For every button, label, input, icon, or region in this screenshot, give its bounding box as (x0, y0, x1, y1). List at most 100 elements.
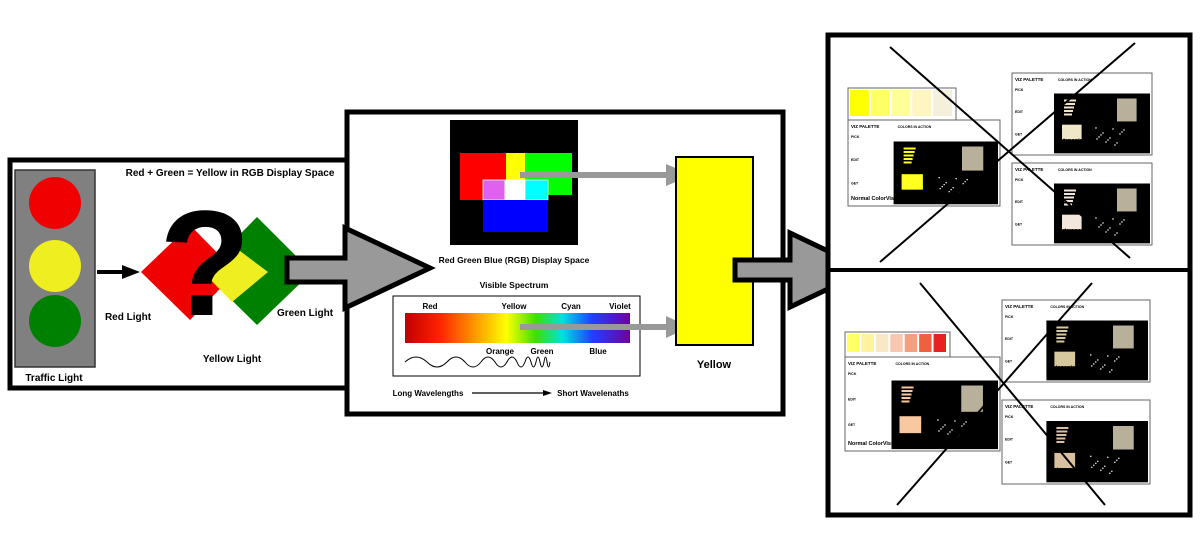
preview-dot (1100, 368, 1102, 370)
preview-dot (1096, 138, 1098, 140)
preview-dot (945, 181, 947, 184)
preview-bar (903, 158, 913, 160)
section-edit: EDIT (1005, 337, 1014, 341)
section-get: GET (1015, 222, 1023, 226)
preview-dot (1100, 134, 1102, 136)
preview-dot (1097, 359, 1099, 361)
preview-block (901, 174, 923, 190)
preview-dot (1091, 365, 1093, 367)
color-swatch (861, 334, 874, 352)
vision-label: Loss of Red Cone (1046, 372, 1093, 378)
preview-dot (1118, 356, 1120, 358)
preview-bar (1056, 326, 1069, 329)
preview-dot (1116, 358, 1118, 360)
preview-bar (901, 400, 910, 403)
preview-dot (1123, 219, 1125, 221)
section-pick: PICK (1005, 415, 1014, 419)
preview-bar (1064, 99, 1076, 102)
preview-dot (938, 176, 940, 179)
section-title: COLORS IN ACTION (1050, 405, 1084, 409)
rgb-label: Red Green Blue (RGB) Display Space (439, 255, 590, 265)
spectrum-orange: Orange (486, 347, 515, 356)
preview-bar (1056, 340, 1065, 343)
preview-bar (1056, 437, 1066, 440)
arrow-panel1-to-panel2 (284, 224, 436, 312)
spectrum-cyan: Cyan (561, 302, 581, 311)
preview-dot (1095, 462, 1097, 465)
spectrum-red: Red (422, 302, 437, 311)
preview-dot (1107, 355, 1109, 357)
preview-dot (939, 187, 941, 190)
preview-dot (1109, 371, 1111, 373)
preview-grid (1117, 98, 1137, 122)
section-pick: PICK (1015, 88, 1024, 92)
preview-dot (950, 188, 952, 191)
section-pick: PICK (851, 135, 860, 139)
spectrum-blue: Blue (589, 347, 607, 356)
preview-dot (1091, 466, 1093, 469)
preview-grid (962, 146, 984, 171)
preview-bar (901, 386, 914, 389)
preview-bar (903, 147, 916, 150)
preview-bar (1056, 434, 1067, 436)
preview-bar (1064, 106, 1074, 109)
preview-bar (1064, 110, 1073, 112)
preview-bar (1056, 427, 1069, 429)
preview-dot (1118, 457, 1120, 460)
preview-bar (1056, 330, 1068, 332)
section-title: COLORS IN ACTION (898, 125, 932, 129)
preview-bar (1056, 430, 1068, 433)
vision-label: Protanopia (1054, 138, 1084, 144)
section-edit: EDIT (1005, 438, 1014, 442)
preview-grid (1113, 325, 1134, 349)
preview-dot (1114, 234, 1116, 236)
preview-dot (940, 428, 942, 430)
section-edit: EDIT (1015, 110, 1024, 114)
section-get: GET (1005, 359, 1013, 363)
yellow-overlap (203, 242, 268, 302)
preview-dot (1116, 142, 1118, 144)
preview-dot (1116, 459, 1118, 462)
app-title: VIZ PALETTE (851, 124, 879, 129)
yellow-result-swatch (675, 156, 754, 346)
yellow-light-label: Yellow Light (203, 354, 262, 365)
preview-dot (1105, 141, 1107, 143)
vision-label: Deuteranopia (1046, 467, 1082, 473)
green-light (29, 295, 81, 347)
preview-block (899, 416, 922, 434)
preview-bar (901, 397, 911, 399)
long-wavelengths-label: Long Wavelengths (393, 389, 464, 398)
cross-out-top (879, 42, 1136, 263)
red-diamond (141, 225, 236, 320)
preview-dot (1107, 139, 1109, 141)
cross-out-bottom (896, 282, 1106, 506)
preview-dot (1102, 222, 1104, 224)
preview-bar (1064, 113, 1072, 116)
color-swatch (890, 334, 903, 352)
wavelength-arrow (472, 390, 552, 396)
question-mark: ? (159, 179, 251, 347)
section-get: GET (1005, 460, 1013, 464)
preview-dot (1090, 354, 1092, 356)
section-title: COLORS IN ACTION (1058, 168, 1092, 172)
preview-bar (1064, 193, 1075, 195)
preview-dot (955, 177, 957, 180)
preview-dot (948, 190, 950, 193)
preview-dot (1095, 217, 1097, 219)
red-light-label: Red Light (105, 312, 152, 323)
preview-dot (962, 182, 964, 185)
preview-dot (1111, 369, 1113, 371)
preview-dot (1111, 470, 1113, 473)
preview-bar (1064, 103, 1075, 105)
preview-grid (1117, 188, 1137, 212)
preview-dot (947, 433, 949, 435)
section-title: COLORS IN ACTION (1058, 78, 1092, 82)
preview-dot (963, 423, 965, 425)
section-title: COLORS IN ACTION (1050, 305, 1084, 309)
preview-dot (1100, 224, 1102, 226)
